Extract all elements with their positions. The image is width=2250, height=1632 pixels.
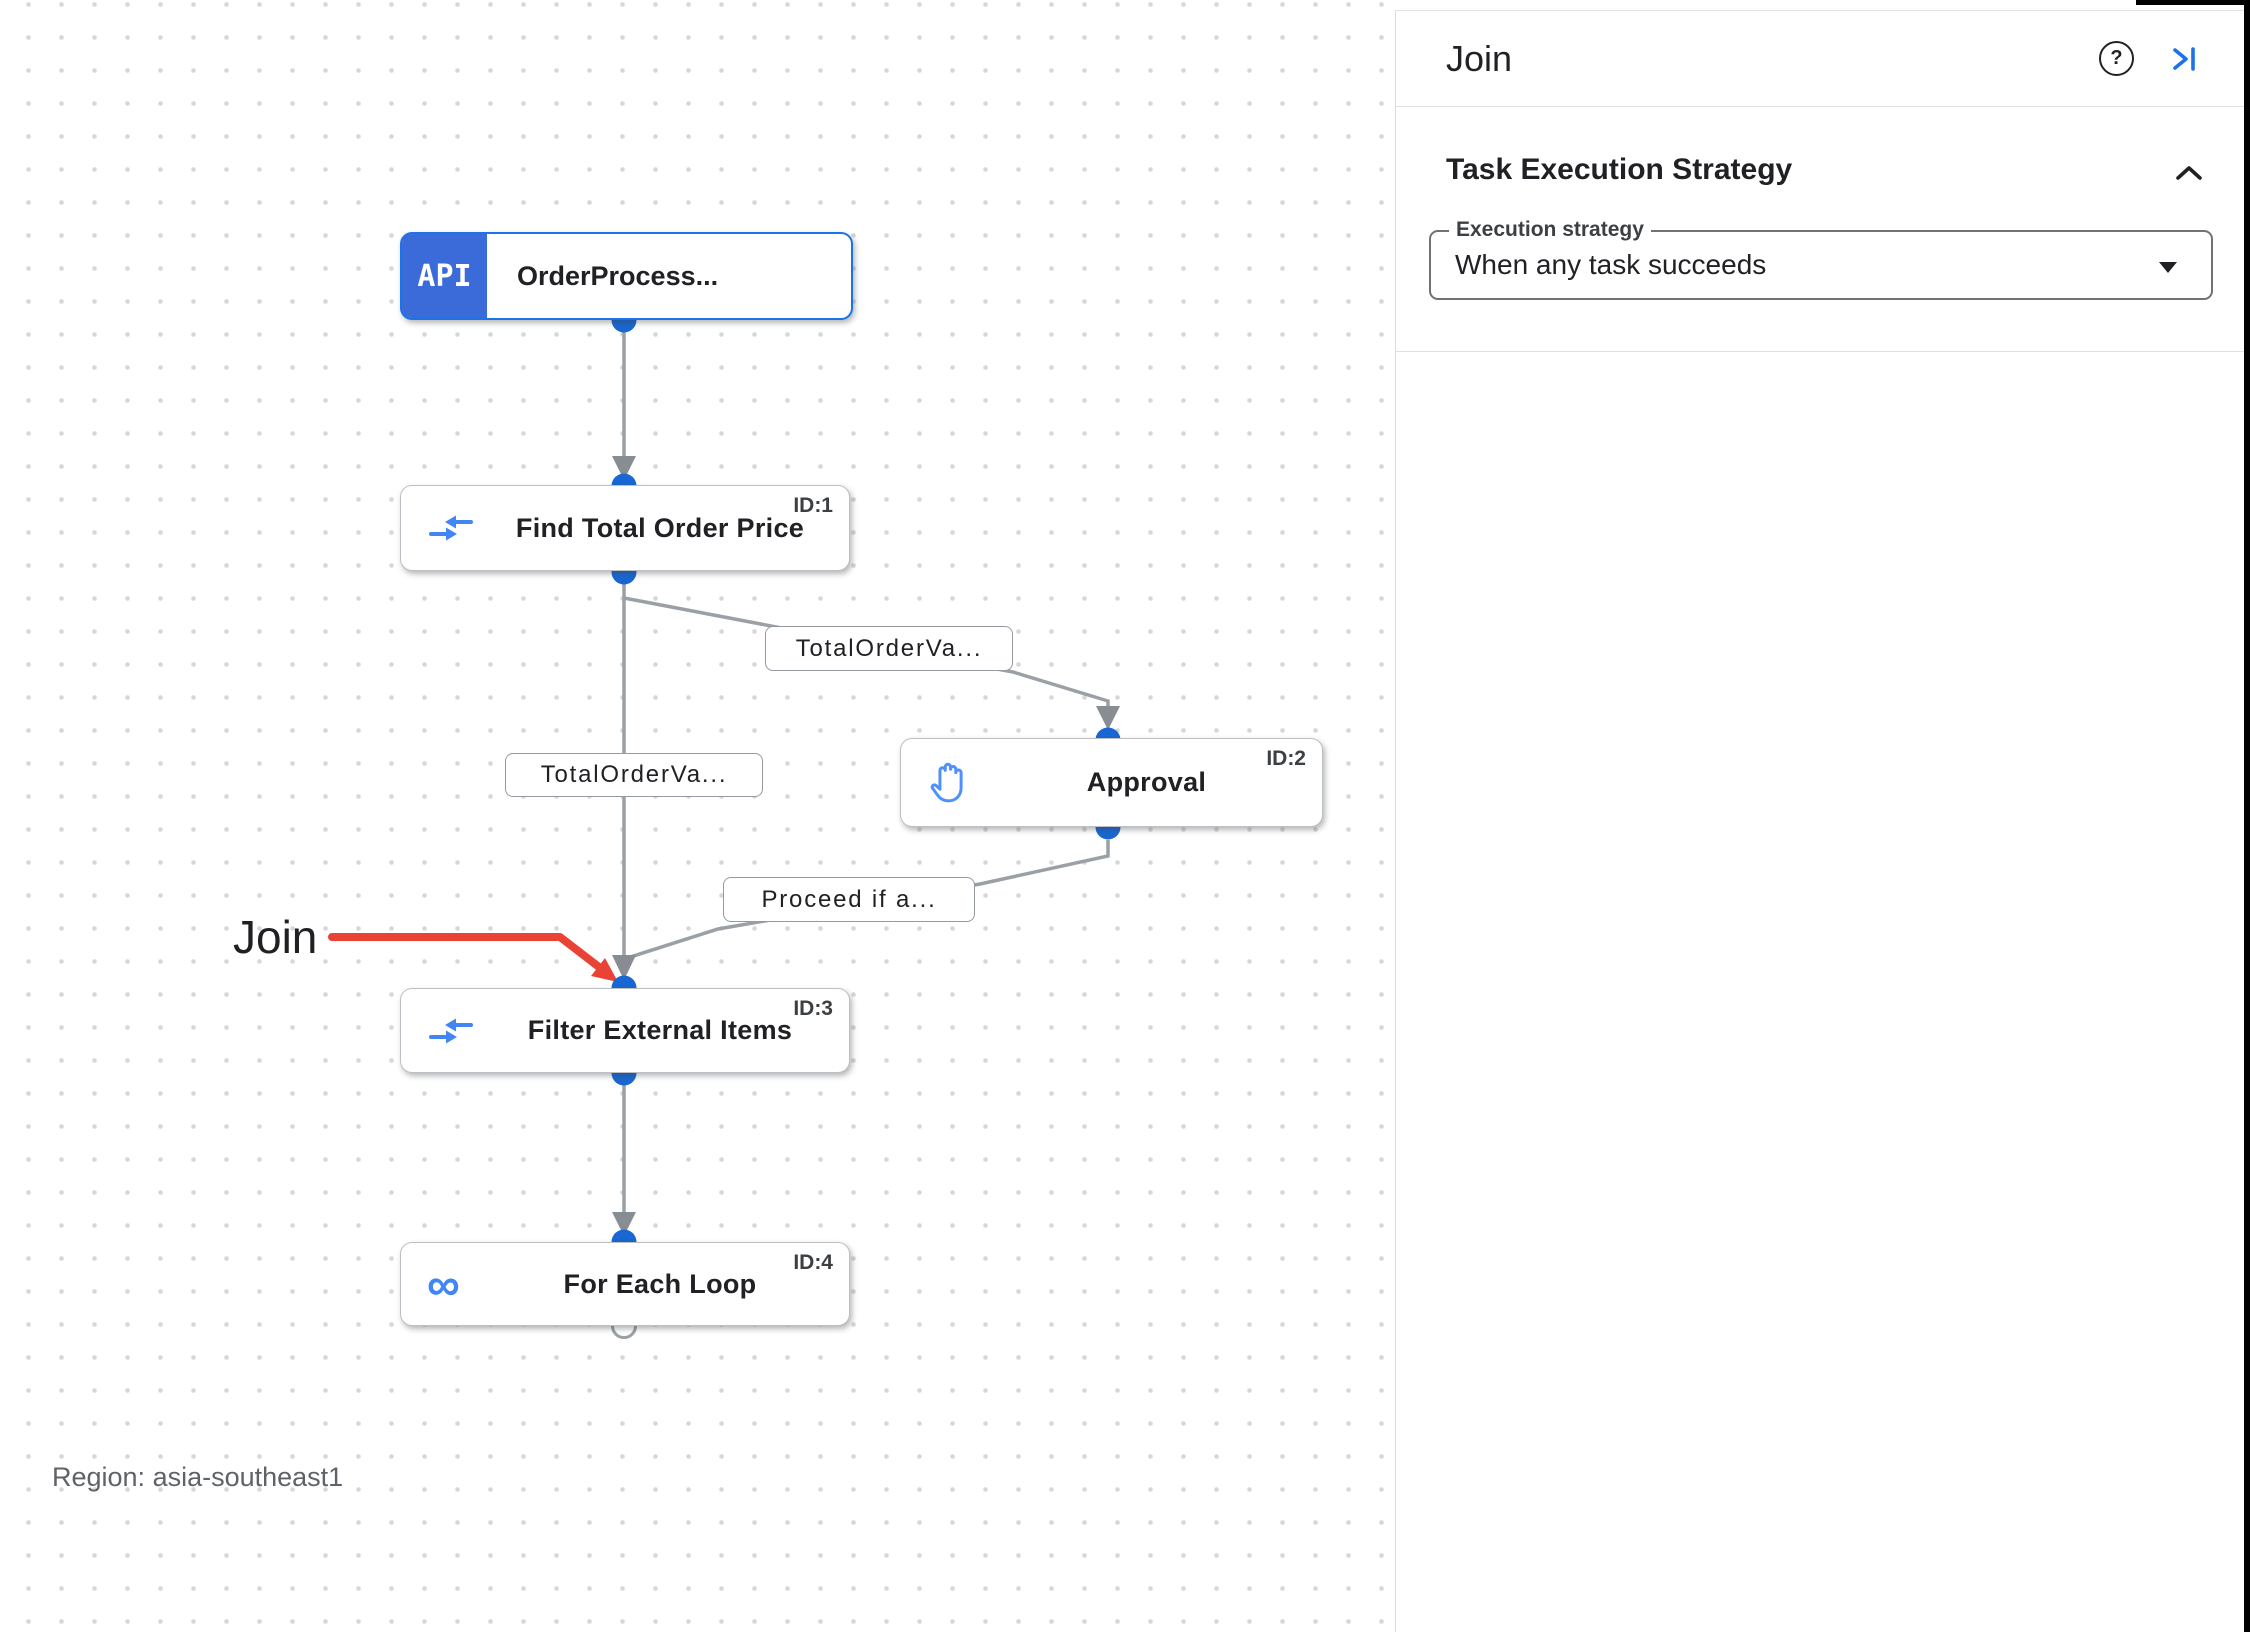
section-heading: Task Execution Strategy	[1446, 153, 1793, 186]
arrowhead	[612, 1212, 636, 1236]
node-id-badge: ID:1	[793, 494, 833, 517]
node-for-each-loop[interactable]: ID:4 ∞ For Each Loop	[400, 1242, 850, 1326]
dropdown-caret-icon	[2157, 260, 2179, 279]
for-each-loop-icon: ∞	[427, 1258, 460, 1310]
join-arrowhead	[612, 955, 636, 980]
arrowhead	[1096, 706, 1120, 730]
node-filter-external-items[interactable]: ID:3 Filter External Items	[400, 988, 850, 1073]
node-id-badge: ID:3	[793, 997, 833, 1020]
select-value: When any task succeeds	[1455, 249, 1767, 280]
panel-title: Join	[1446, 37, 1513, 79]
node-title: OrderProcess...	[517, 260, 719, 291]
window-edge-bar	[2244, 0, 2250, 1632]
execution-strategy-select[interactable]: Execution strategy When any task succeed…	[1429, 218, 2213, 300]
node-id-badge: ID:4	[793, 1251, 833, 1274]
node-title: Find Total Order Price	[515, 512, 805, 543]
collapse-panel-button[interactable]	[2168, 44, 2202, 74]
config-panel: Join ? Task Execution Strategy Execution…	[1395, 10, 2244, 1632]
chevron-up-icon	[2176, 166, 2202, 180]
help-icon: ?	[2099, 41, 2134, 76]
select-floating-label: Execution strategy	[1449, 218, 1651, 242]
node-order-process-trigger[interactable]: API OrderProcess...	[400, 232, 853, 320]
help-button[interactable]: ?	[2099, 41, 2168, 76]
collapse-panel-icon	[2173, 46, 2195, 71]
approval-hand-icon	[927, 739, 969, 826]
edge-label-proceed-if[interactable]: Proceed if a...	[723, 877, 975, 922]
annotation-arrow	[328, 933, 603, 971]
api-trigger-badge: API	[402, 234, 487, 318]
section-collapse-button[interactable]	[2174, 163, 2204, 183]
node-id-badge: ID:2	[1266, 747, 1306, 770]
window-edge-bar	[2136, 0, 2250, 5]
region-label: Region: asia-southeast1	[52, 1462, 344, 1492]
node-approval[interactable]: ID:2 Approval	[900, 738, 1323, 827]
edge-label-totalorderva-left[interactable]: TotalOrderVa...	[505, 753, 763, 797]
data-mapping-icon	[427, 486, 475, 570]
annotation-arrowhead	[591, 958, 618, 982]
data-mapping-icon	[427, 989, 475, 1072]
node-title: Approval	[1086, 767, 1207, 797]
workflow-canvas[interactable]: API OrderProcess... ID:1 Find Total Orde…	[0, 0, 1396, 1632]
node-title: For Each Loop	[563, 1268, 757, 1299]
panel-header: Join ?	[1396, 11, 2244, 107]
edge-label-totalorderva-right[interactable]: TotalOrderVa...	[765, 626, 1013, 671]
node-title: Filter External Items	[527, 1015, 793, 1045]
join-annotation-label: Join	[233, 911, 318, 963]
arrowhead	[612, 456, 636, 480]
section-divider	[1396, 351, 2244, 352]
node-find-total-order-price[interactable]: ID:1 Find Total Order Price	[400, 485, 850, 571]
